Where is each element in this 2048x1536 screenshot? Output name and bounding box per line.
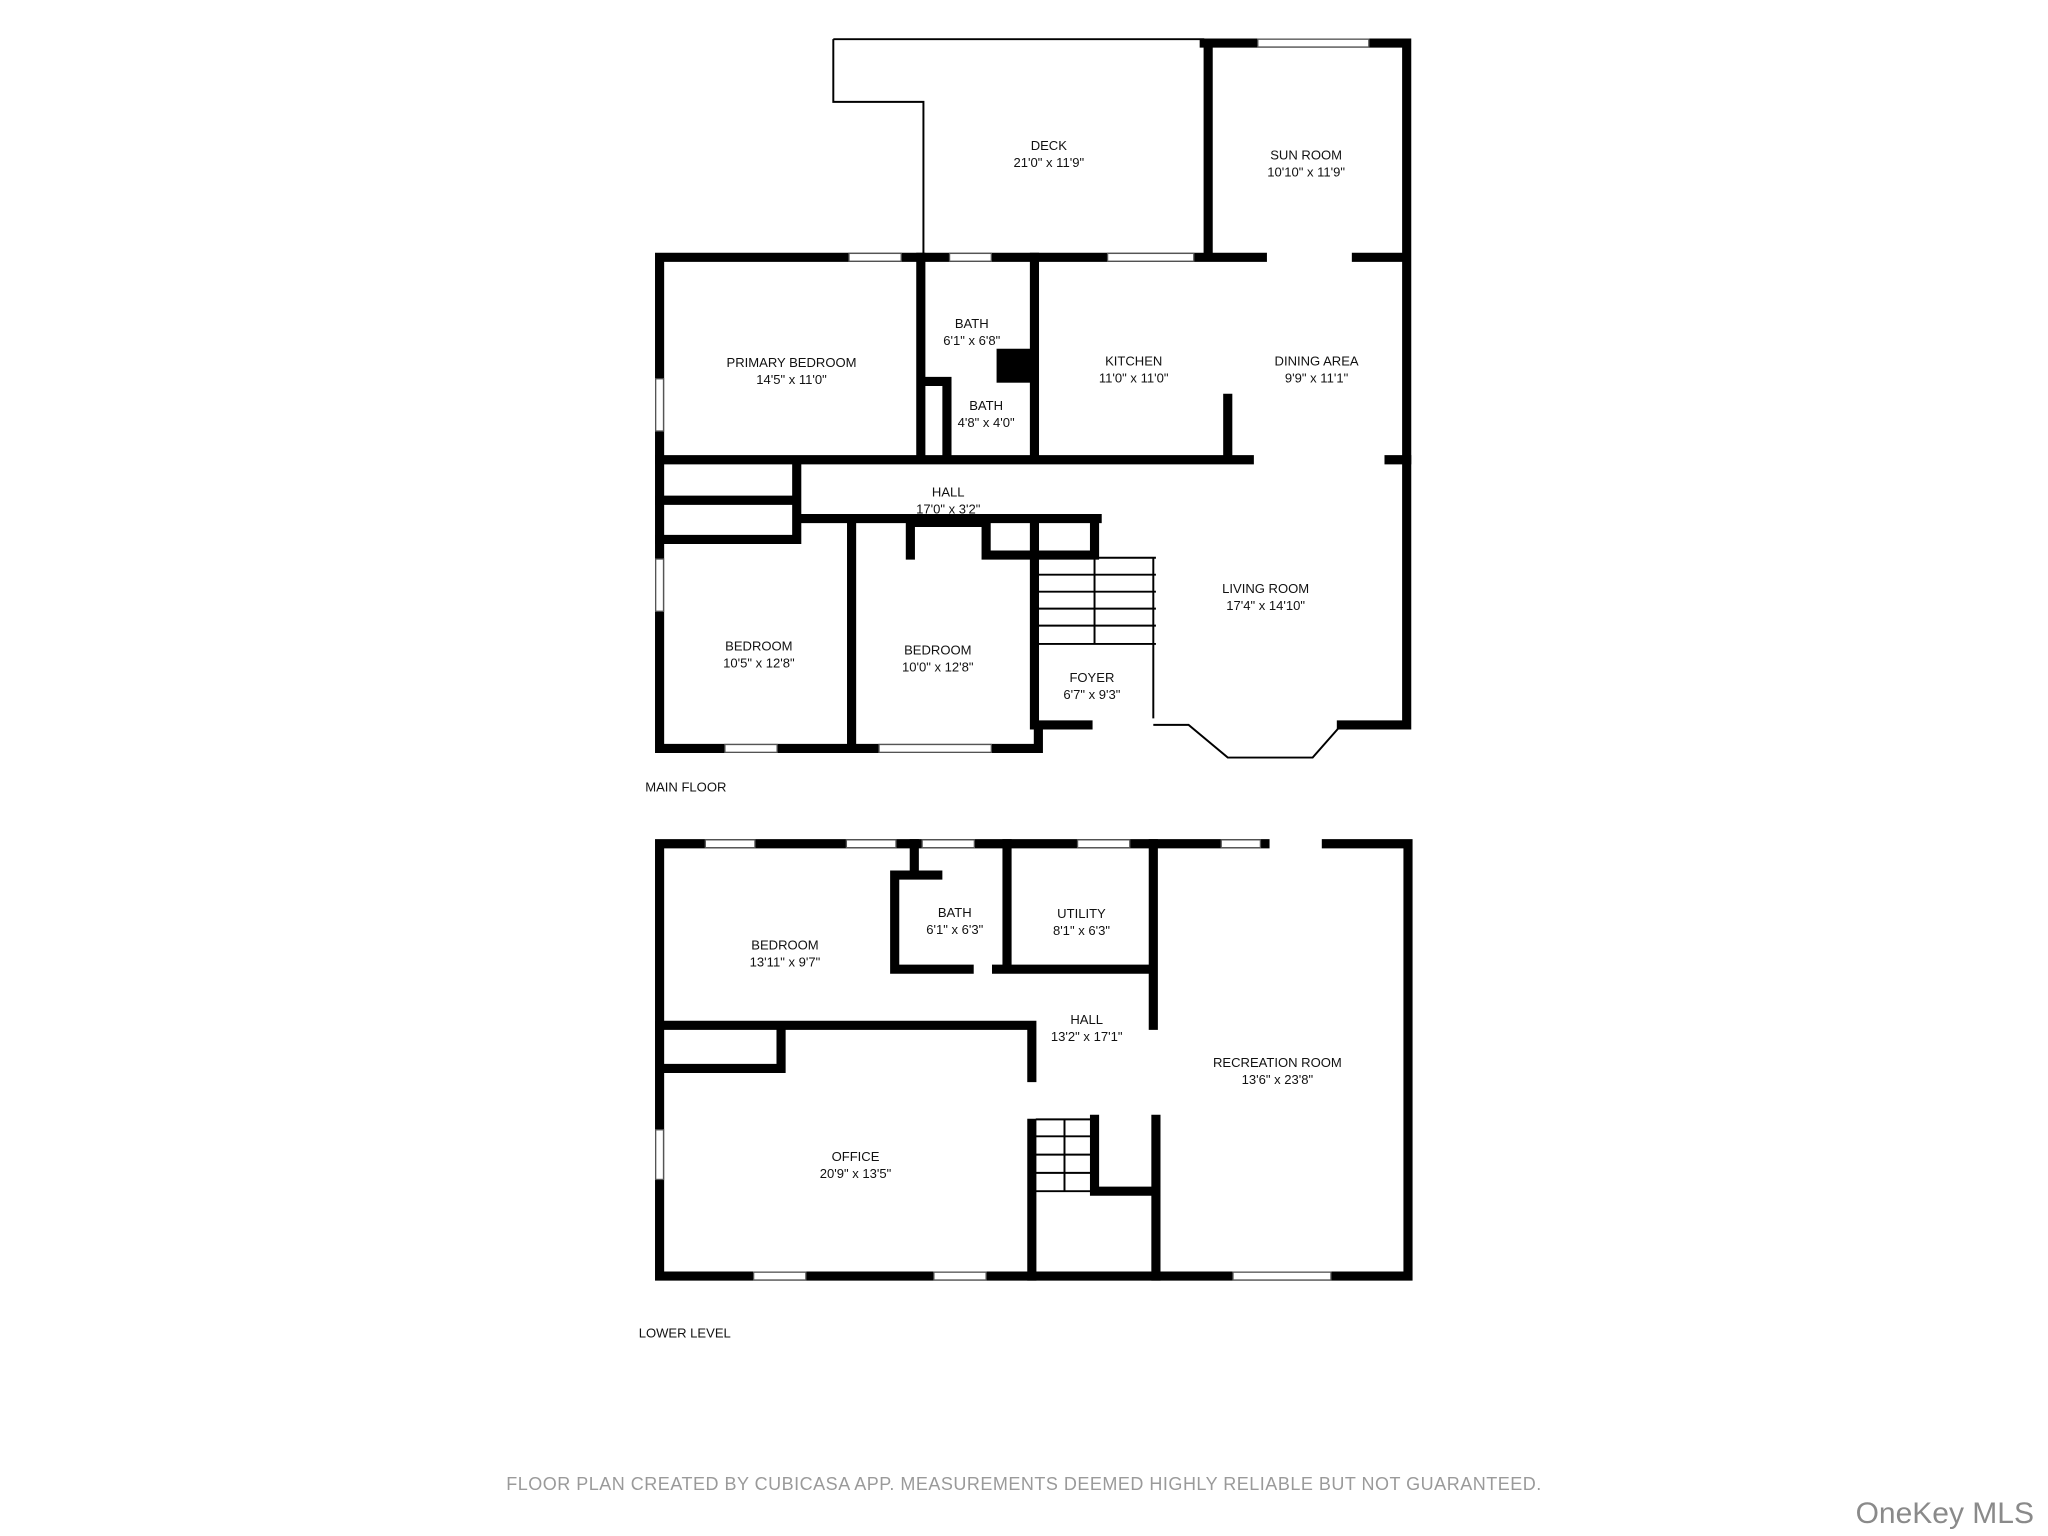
opening bbox=[1253, 454, 1385, 465]
window bbox=[655, 1129, 665, 1181]
room-size: 10'10" x 11'9" bbox=[1267, 164, 1345, 179]
room-size: 4'8" x 4'0" bbox=[958, 415, 1015, 430]
floor-title: MAIN FLOOR bbox=[645, 780, 726, 795]
room-name: DINING AREA bbox=[1275, 354, 1359, 369]
stairs bbox=[1035, 556, 1156, 719]
bay-window bbox=[1153, 723, 1343, 759]
room-name: LIVING ROOM bbox=[1222, 581, 1309, 596]
room-name: RECREATION ROOM bbox=[1213, 1055, 1342, 1070]
window bbox=[655, 378, 665, 432]
room-name: BATH bbox=[938, 905, 972, 920]
room-name: KITCHEN bbox=[1105, 354, 1162, 369]
window bbox=[1232, 1271, 1332, 1281]
opening bbox=[1266, 252, 1352, 263]
window bbox=[845, 839, 897, 849]
room-name: BEDROOM bbox=[751, 938, 818, 953]
lower-level-plan: BEDROOM 13'11" x 9'7" BATH 6'1" x 6'3" U… bbox=[639, 838, 1413, 1340]
window bbox=[655, 558, 665, 612]
room-name: DECK bbox=[1031, 138, 1068, 153]
room-size: 11'0" x 11'0" bbox=[1099, 371, 1169, 386]
stairs bbox=[1035, 1118, 1095, 1193]
room-size: 21'0" x 11'9" bbox=[1014, 155, 1085, 170]
room-name: HALL bbox=[1070, 1012, 1103, 1027]
main-floor-plan: DECK 21'0" x 11'9" SUN ROOM 10'10" x 11'… bbox=[645, 38, 1412, 795]
window bbox=[921, 839, 976, 849]
watermark: OneKey MLS bbox=[1855, 1497, 2034, 1530]
room-size: 8'1" x 6'3" bbox=[1053, 923, 1110, 938]
window bbox=[1106, 252, 1195, 262]
window bbox=[878, 743, 992, 753]
disclaimer-footer: FLOOR PLAN CREATED BY CUBICASA APP. MEAS… bbox=[506, 1474, 1542, 1494]
room-size: 10'5" x 12'8" bbox=[723, 655, 795, 670]
room-name: UTILITY bbox=[1057, 906, 1106, 921]
room-name: BEDROOM bbox=[725, 638, 792, 653]
window bbox=[1076, 839, 1131, 849]
room-size: 13'11" x 9'7" bbox=[750, 955, 821, 970]
room-size: 20'9" x 13'5" bbox=[820, 1166, 892, 1181]
room-name: BATH bbox=[969, 398, 1003, 413]
room-size: 17'4" x 14'10" bbox=[1226, 598, 1305, 613]
window bbox=[752, 1271, 807, 1281]
interior-walls bbox=[655, 252, 1412, 753]
room-size: 13'6" x 23'8" bbox=[1242, 1072, 1314, 1087]
chimney bbox=[996, 348, 1032, 383]
room-size: 14'5" x 11'0" bbox=[756, 372, 827, 387]
room-size: 13'2" x 17'1" bbox=[1051, 1029, 1123, 1044]
room-size: 10'0" x 12'8" bbox=[902, 659, 974, 674]
window bbox=[848, 252, 902, 262]
room-size: 6'7" x 9'3" bbox=[1063, 687, 1120, 702]
room-size: 17'0" x 3'2" bbox=[916, 501, 981, 516]
room-size: 6'1" x 6'3" bbox=[926, 922, 983, 937]
room-size: 9'9" x 11'1" bbox=[1285, 371, 1349, 386]
deck-outline bbox=[832, 38, 1205, 255]
window bbox=[1257, 38, 1370, 48]
floor-title: LOWER LEVEL bbox=[639, 1325, 731, 1340]
room-name: SUN ROOM bbox=[1270, 147, 1342, 162]
window bbox=[948, 252, 992, 262]
room-name: FOYER bbox=[1069, 670, 1114, 685]
room-name: HALL bbox=[932, 484, 965, 499]
opening bbox=[1269, 838, 1322, 849]
room-name: OFFICE bbox=[832, 1149, 880, 1164]
room-name: BEDROOM bbox=[904, 642, 971, 657]
room-name: PRIMARY BEDROOM bbox=[727, 355, 857, 370]
window bbox=[704, 839, 756, 849]
window bbox=[1220, 839, 1262, 849]
room-size: 6'1" x 6'8" bbox=[943, 333, 1000, 348]
window bbox=[724, 743, 778, 753]
window bbox=[933, 1271, 987, 1281]
room-name: BATH bbox=[955, 316, 989, 331]
